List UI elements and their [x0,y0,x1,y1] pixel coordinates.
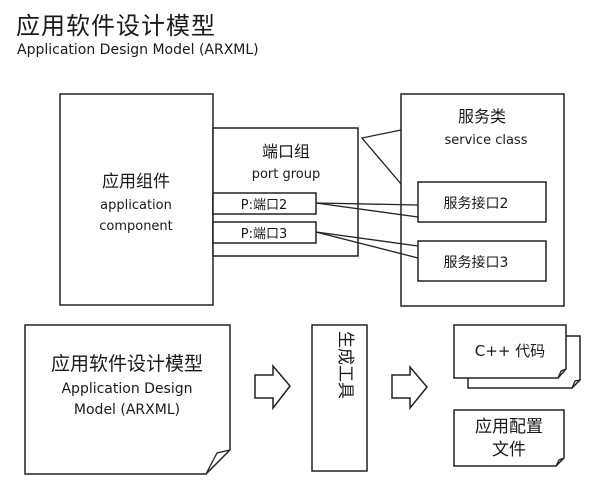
output-config-line1: 应用配置 [475,417,543,437]
app-component-en1: application [100,198,172,213]
port-group-en: port group [252,167,321,182]
service-class-en: service class [445,133,528,148]
service-interface-3: 服务接口3 [417,240,547,282]
connector-p3-b [315,231,419,259]
port-group-zh: 端口组 [262,142,310,161]
connector-p3-a [315,231,419,247]
input-document: 应用软件设计模型 Application Design Model (ARXML… [24,324,231,475]
input-doc-zh: 应用软件设计模型 [51,353,203,375]
app-component-zh: 应用组件 [102,172,170,192]
port-3: P:端口3 [212,221,317,244]
arrow-right-icon [391,364,428,411]
connector-p2-a [315,202,419,206]
port-connectors [315,202,419,259]
output-config-file: 应用配置 文件 [453,409,565,467]
port-2-label: P:端口2 [241,198,288,213]
service-interface-3-label: 服务接口3 [444,254,509,271]
generator-tool-label: 生成工具 [335,331,355,399]
app-component-en2: component [99,219,173,234]
service-interface-2: 服务接口2 [417,181,547,223]
connector-p2-b [315,202,419,218]
port-3-label: P:端口3 [241,227,288,242]
arrow-right-icon [254,363,291,411]
page-subtitle: Application Design Model (ARXML) [17,42,259,58]
output-cpp-label: C++ 代码 [475,342,545,360]
input-doc-en2: Model (ARXML) [74,402,180,418]
service-class-zh: 服务类 [458,107,506,126]
output-config-line2: 文件 [492,440,526,460]
page-title: 应用软件设计模型 [16,12,216,40]
output-cpp-code: C++ 代码 [453,324,581,389]
port-2: P:端口2 [212,192,317,215]
generator-tool-box: 生成工具 [311,324,368,472]
input-doc-en1: Application Design [61,381,192,397]
app-component-box: 应用组件 application component [59,93,214,306]
service-interface-2-label: 服务接口2 [444,195,509,212]
